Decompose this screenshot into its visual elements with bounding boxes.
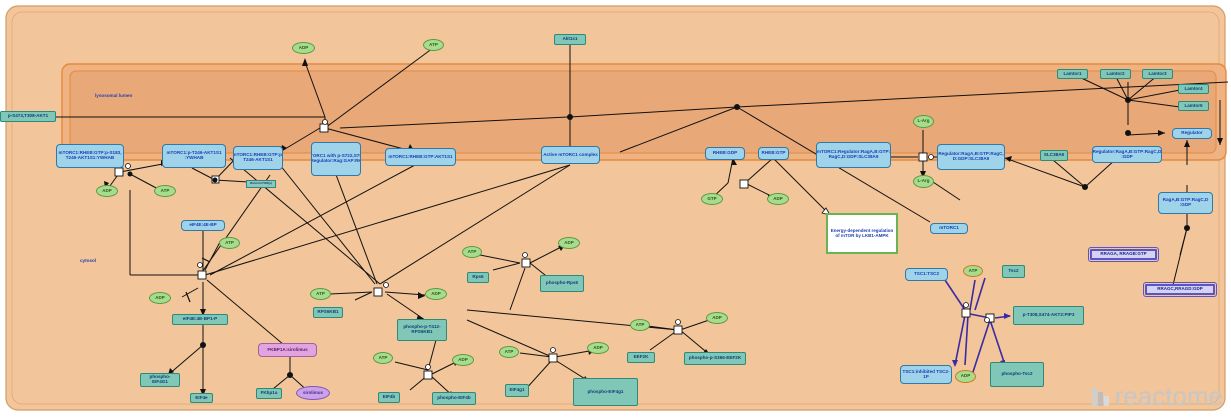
complex-tsc1-inhibited-tsc2[interactable]: TSC1:inhibited TSC2-1P — [900, 365, 952, 384]
set-rragc-rragd-gdp[interactable]: RRAGC,RRAGD:GDP — [1143, 282, 1217, 297]
protein-lamtor1[interactable]: Lamtor1 — [1057, 69, 1088, 79]
complex-mtorc1-rheb-akt1s1-ywhab[interactable]: mTORC1:RHEB:GTP:p-S183, T246-AKT1S1:YWHA… — [56, 144, 124, 168]
complex-mtorc1[interactable]: mTORC1 — [930, 223, 968, 234]
reactome-wordmark: reactome — [1114, 381, 1223, 411]
small-molecule-adp[interactable]: ADP — [558, 237, 580, 249]
small-molecule-adp[interactable]: ADP — [706, 312, 728, 324]
small-molecule-l-arg[interactable]: L-Arg — [913, 115, 934, 128]
complex-mtorc1-rheb-gtp-akt1s1[interactable]: mTORC1:RHEB:GTP:AKT1S1 — [385, 148, 456, 166]
protein-tsc2[interactable]: Tsc2 — [1002, 265, 1025, 278]
protein-eif4e-4ebp1-p[interactable]: eIF4E:4E-BP1-P — [172, 314, 228, 325]
complex-regulator-slc38a9[interactable]: Regulator:RagA,B:GTP:RagC, D:GDP:SLC38A9 — [937, 144, 1005, 170]
protein-phospho-rps6kb1[interactable]: phospho-p-T412-RPS6KB1 — [397, 319, 447, 341]
complex-raga-b-gtp[interactable]: RagA,B:GTP:RagC,D :GDP — [1158, 192, 1213, 214]
small-molecule-atp[interactable]: ATP — [423, 39, 444, 51]
protein-slc38a9[interactable]: SLC38A9 — [1040, 150, 1068, 161]
small-molecule-adp[interactable]: ADP — [292, 42, 315, 54]
small-molecule-adp[interactable]: ADP — [587, 342, 609, 354]
complex-eif4e-4ebp[interactable]: eIF4E:4E-BP — [181, 220, 225, 231]
small-molecule-atp[interactable]: ATP — [154, 185, 176, 197]
protein-rictor-mtor[interactable]: Rictor/mTOR(p) — [246, 180, 276, 188]
protein-p-akt2-pip3[interactable]: p-T308,S474-AKT2:PIP3 — [1013, 306, 1084, 325]
protein-phospho-eef2k[interactable]: phospho-p-S366-EEF2K — [684, 352, 746, 365]
cytosol-label: cytosol — [80, 258, 97, 263]
complex-regulator[interactable]: Regulator — [1172, 128, 1212, 139]
protein-lamtor5[interactable]: Lamtor5 — [1178, 101, 1209, 111]
small-molecule-atp[interactable]: ATP — [310, 288, 331, 300]
small-molecule-atp[interactable]: ATP — [219, 237, 240, 249]
small-molecule-atp[interactable]: ATP — [630, 319, 650, 331]
reactome-logo-icon — [1091, 387, 1109, 406]
lysosomal-lumen-label: lysosomal lumen — [95, 93, 133, 98]
pathway-energy-dependent-regulation[interactable]: Energy-dependent regulation of mTOR by L… — [826, 213, 898, 254]
small-molecule-atp[interactable]: ATP — [462, 246, 482, 258]
protein-phospho-tsc2[interactable]: phospho-Tsc2 — [990, 362, 1044, 387]
small-molecule-adp[interactable]: ADP — [96, 185, 118, 197]
small-molecule-gdp[interactable]: ADP — [767, 193, 789, 205]
small-molecule-adp[interactable]: ADP — [955, 370, 976, 383]
complex-tsc1-tsc2[interactable]: TSC1:TSC2 — [905, 268, 948, 281]
protein-phospho-eif4b[interactable]: phospho-EIF4b — [432, 392, 476, 405]
protein-fkbp1a[interactable]: FKbp1a — [256, 388, 282, 399]
small-molecule-gtp[interactable]: GTP — [701, 193, 723, 205]
small-molecule-atp[interactable]: ATP — [373, 352, 393, 364]
small-molecule-atp[interactable]: ATP — [499, 346, 519, 358]
complex-rheb-gtp[interactable]: RHEB:GTP — [758, 147, 789, 160]
protein-phospho-rps6[interactable]: phospho-Rps6 — [540, 275, 584, 292]
protein-eif4e[interactable]: EIF4e — [190, 393, 213, 403]
complex-mtorc1-akt1s1-ywhab[interactable]: mTORC1:p-T246-AKT1S1 :YWHAB — [162, 144, 226, 168]
small-molecule-adp[interactable]: ADP — [425, 288, 447, 300]
complex-mtorc1-rptor-regulator[interactable]: mTORC1 with p-S722,S792-RPTOR:Regulator:… — [311, 142, 361, 176]
protein-lamtor2[interactable]: Lamtor2 — [1100, 69, 1131, 79]
protein-akt1s1[interactable]: Akt1s1 — [554, 34, 586, 45]
protein-eef2k[interactable]: EEF2K — [627, 352, 655, 363]
protein-phospho-eif4g1[interactable]: phospho-EIF4g1 — [573, 378, 638, 406]
complex-mtorc1-rheb-akt1s1[interactable]: mTORC1:RHEB:GTP:p-T246-AKT1S1 — [233, 146, 283, 170]
complex-mtorc1-regulator-rag[interactable]: mTORC1:Regulator:RagA,B:GTP: RagC,D:GDP:… — [816, 142, 891, 168]
protein-lamtor4[interactable]: Lamtor4 — [1178, 84, 1209, 94]
protein-lamtor3[interactable]: Lamtor3 — [1142, 69, 1173, 79]
reactome-watermark: reactome — [1089, 381, 1223, 412]
protein-p-akt1[interactable]: p-S473,T308-AKT1 — [0, 111, 56, 122]
small-molecule-l-arg[interactable]: L-Arg — [913, 175, 934, 188]
complex-active-mtorc1[interactable]: Active mTORC1 complex — [541, 146, 600, 164]
complex-regulator-rag[interactable]: Regulator:RagA,B:GTP:RagC,D :GDP — [1092, 146, 1162, 163]
small-molecule-atp[interactable]: ATP — [963, 265, 983, 277]
protein-rps6[interactable]: Rps6 — [467, 272, 489, 283]
chemical-sirolimus[interactable]: sirolimus — [296, 386, 330, 400]
set-rraga-rragb-gtp[interactable]: RRAGA, RRAGB:GTP — [1088, 247, 1159, 262]
lysosome-lumen — [69, 70, 1217, 154]
protein-phospho-eif4g[interactable]: phospho-EIF4G1 — [140, 373, 180, 387]
protein-rps6kb1[interactable]: RPS6KB1 — [313, 307, 343, 318]
complex-fkbp1a-sirolimus[interactable]: FKBP1A:sirolimus — [258, 343, 317, 357]
protein-eif4b[interactable]: EIF4b — [378, 392, 400, 403]
small-molecule-adp[interactable]: ADP — [149, 292, 171, 304]
small-molecule-adp[interactable]: ADP — [452, 354, 474, 366]
complex-rheb-gdp[interactable]: RHEB:GDP — [705, 147, 745, 160]
protein-eif4g1[interactable]: EIF4g1 — [505, 384, 529, 397]
